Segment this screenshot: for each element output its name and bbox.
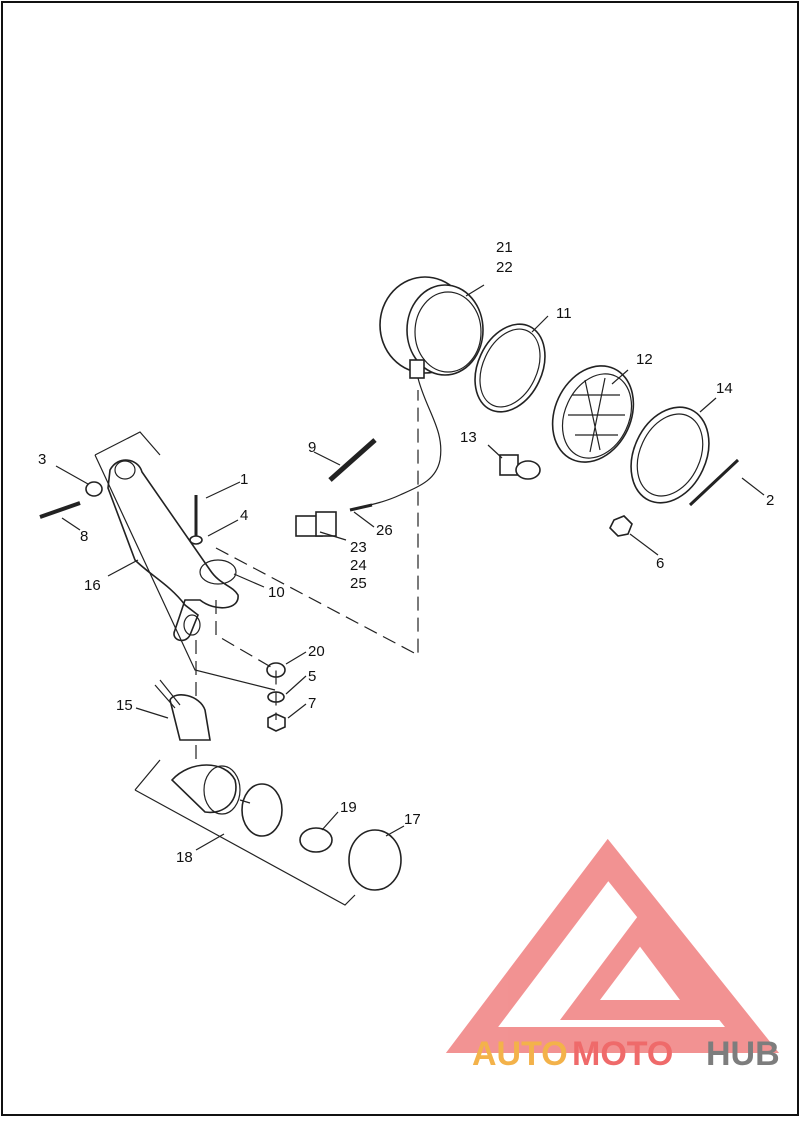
signal-outline bbox=[134, 759, 356, 906]
signal-bulb bbox=[299, 827, 333, 853]
callout-7: 7 bbox=[308, 695, 316, 712]
washer-3 bbox=[85, 481, 103, 497]
callout-2: 2 bbox=[766, 492, 774, 509]
headlamp-bulb bbox=[499, 454, 541, 480]
callout-1: 1 bbox=[240, 471, 248, 488]
signal-lens bbox=[348, 829, 402, 891]
washer-4 bbox=[189, 535, 203, 545]
callout-5: 5 bbox=[308, 668, 316, 685]
terminal bbox=[349, 503, 373, 512]
callout-8: 8 bbox=[80, 528, 88, 545]
watermark-moto: MOTO bbox=[572, 1035, 673, 1073]
callout-11: 11 bbox=[556, 305, 572, 322]
callout-26: 26 bbox=[376, 522, 393, 539]
mounting-bracket bbox=[107, 459, 239, 642]
assembly-line-upper bbox=[215, 390, 419, 656]
callout-labels: 21 22 11 12 14 13 2 6 9 26 23 24 25 1 4 … bbox=[38, 239, 774, 866]
callout-14: 14 bbox=[716, 380, 733, 397]
callout-19: 19 bbox=[340, 799, 357, 816]
callout-3: 3 bbox=[38, 451, 46, 468]
cable-strap bbox=[328, 438, 377, 482]
callout-20: 20 bbox=[308, 643, 325, 660]
headlamp-lens bbox=[551, 365, 635, 463]
callout-23: 23 bbox=[350, 539, 367, 556]
callout-21: 21 bbox=[496, 239, 513, 256]
turn-signal-assembly bbox=[154, 679, 283, 837]
headlamp-housing bbox=[356, 276, 484, 509]
callout-10: 10 bbox=[268, 584, 285, 601]
callout-18: 18 bbox=[176, 849, 193, 866]
nut-6 bbox=[609, 515, 633, 537]
bracket-outline bbox=[94, 431, 276, 691]
watermark-hub: HUB bbox=[706, 1035, 780, 1073]
callout-17: 17 bbox=[404, 811, 421, 828]
screw bbox=[688, 458, 740, 507]
screw-8 bbox=[39, 501, 81, 519]
trim-ring bbox=[630, 406, 710, 504]
callout-15: 15 bbox=[116, 697, 133, 714]
callout-12: 12 bbox=[636, 351, 653, 368]
callout-13: 13 bbox=[460, 429, 477, 446]
watermark-auto: AUTO bbox=[472, 1035, 568, 1073]
connector bbox=[295, 511, 337, 537]
callout-4: 4 bbox=[240, 507, 248, 524]
callout-22: 22 bbox=[496, 259, 513, 276]
callout-16: 16 bbox=[84, 577, 101, 594]
callout-25: 25 bbox=[350, 575, 367, 592]
callout-24: 24 bbox=[350, 557, 367, 574]
retaining-ring bbox=[474, 323, 546, 413]
callout-9: 9 bbox=[308, 439, 316, 456]
watermark-logo bbox=[445, 838, 780, 1053]
callout-6: 6 bbox=[656, 555, 664, 572]
assembly-line-lower bbox=[215, 600, 277, 720]
